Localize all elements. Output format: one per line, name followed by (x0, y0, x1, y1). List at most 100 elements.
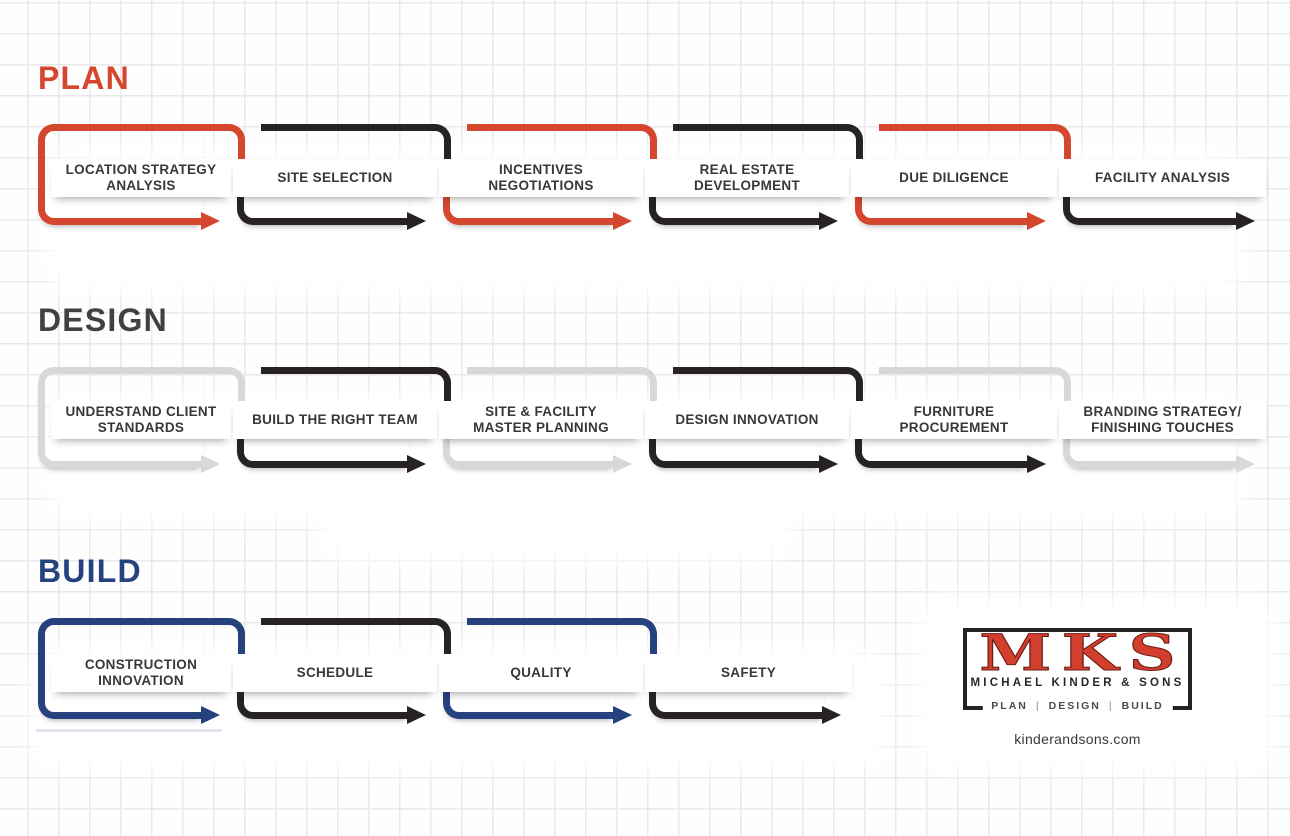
step-label: DESIGN INNOVATION (645, 401, 849, 439)
step-label: SAFETY (645, 654, 852, 692)
step-label-line: CONSTRUCTION (84, 656, 198, 672)
arrowhead-icon (407, 455, 426, 473)
logo-tagline: PLAN | DESIGN | BUILD (982, 698, 1173, 715)
flow-top-line (149, 124, 245, 175)
step-label: BUILD THE RIGHT TEAM (233, 401, 437, 439)
step-label-line: PROCUREMENT (899, 420, 1009, 435)
step-label-line: FACILITY ANALYSIS (1094, 169, 1231, 185)
ghost-line (36, 729, 222, 732)
step-label-line: ANALYSIS (106, 178, 176, 193)
flow-top-line (879, 124, 1071, 175)
flow-bottom-line (649, 670, 824, 719)
logo-acronym: MKS (979, 623, 1186, 682)
arrowhead-icon (201, 455, 220, 473)
tagline-separator: | (1035, 700, 1041, 712)
flow-top-line (467, 618, 657, 670)
step-label-line: FINISHING TOUCHES (1091, 420, 1234, 435)
arrowhead-icon (1236, 455, 1255, 473)
flow-bottom-line (1063, 417, 1238, 468)
logo-company-name: MICHAEL KINDER & SONS (970, 677, 1185, 689)
flow-top-line (673, 124, 863, 175)
arrowhead-icon (613, 212, 632, 230)
flow-bottom-line (443, 417, 615, 468)
step-label-line: NEGOTIATIONS (488, 178, 594, 193)
arrowhead-icon (613, 706, 632, 724)
step-label: FACILITY ANALYSIS (1059, 159, 1266, 197)
flow-top-line (149, 618, 245, 670)
step-label-line: QUALITY (510, 664, 572, 680)
flow-bracket (38, 618, 203, 719)
tagline-separator: | (1108, 700, 1114, 712)
flow-top-line (467, 367, 657, 417)
arrowhead-icon (407, 212, 426, 230)
flow-top-line (673, 367, 863, 417)
tagline-build: BUILD (1121, 700, 1164, 712)
tagline-plan: PLAN (991, 700, 1028, 712)
arrowhead-icon (613, 455, 632, 473)
flow-bottom-line (855, 175, 1029, 225)
step-label-line: DEVELOPMENT (693, 178, 801, 193)
step-label-line: FURNITURE (913, 403, 995, 419)
logo-website: kinderandsons.com (1014, 731, 1141, 747)
flow-top-line (261, 124, 451, 175)
flow-top-line (261, 618, 451, 670)
flow-top-line (879, 367, 1071, 417)
step-label-line: SITE SELECTION (277, 169, 393, 185)
arrowhead-icon (407, 706, 426, 724)
step-label-line: BRANDING STRATEGY/ (1083, 403, 1242, 419)
step-label-line: MASTER PLANNING (473, 420, 609, 435)
flow-bottom-line (1063, 175, 1238, 225)
section-heading-plan: PLAN (38, 60, 130, 96)
arrowhead-icon (1027, 455, 1046, 473)
flow-bottom-line (649, 175, 821, 225)
step-label-line: INNOVATION (98, 673, 184, 688)
flow-top-line (149, 367, 245, 417)
step-label-line: SITE & FACILITY (485, 403, 597, 419)
flow-bracket (38, 124, 203, 225)
step-label-line: UNDERSTAND CLIENT (65, 403, 217, 419)
step-label-line: DESIGN INNOVATION (675, 411, 819, 427)
step-label: SCHEDULE (233, 654, 437, 692)
step-label-line: SCHEDULE (296, 664, 374, 680)
step-label: DUE DILIGENCE (851, 159, 1057, 197)
background-patch (320, 458, 790, 563)
flow-top-line (261, 367, 451, 417)
arrowhead-icon (201, 212, 220, 230)
flow-bottom-line (237, 417, 409, 468)
flow-bottom-line (237, 175, 409, 225)
arrowhead-icon (1236, 212, 1255, 230)
flow-bottom-line (443, 175, 615, 225)
arrowhead-icon (819, 455, 838, 473)
step-label-line: SAFETY (720, 664, 777, 680)
arrowhead-icon (1027, 212, 1046, 230)
flow-top-line (467, 124, 657, 175)
step-label: SITE SELECTION (233, 159, 437, 197)
step-label-line: REAL ESTATE (699, 161, 795, 177)
step-label-line: LOCATION STRATEGY (65, 161, 217, 177)
step-label-line: DUE DILIGENCE (899, 169, 1009, 185)
step-label-line: STANDARDS (97, 420, 185, 435)
flow-bottom-line (237, 670, 409, 719)
step-label-line: BUILD THE RIGHT TEAM (252, 411, 418, 427)
flow-bottom-line (855, 417, 1029, 468)
flow-bottom-line (649, 417, 821, 468)
step-label: QUALITY (439, 654, 643, 692)
section-heading-build: BUILD (38, 553, 142, 589)
arrowhead-icon (822, 706, 841, 724)
flow-bracket (38, 367, 203, 468)
step-label-line: INCENTIVES (498, 161, 583, 177)
flow-bottom-line (443, 670, 615, 719)
tagline-design: DESIGN (1048, 700, 1101, 712)
arrowhead-icon (819, 212, 838, 230)
section-heading-design: DESIGN (38, 302, 168, 338)
arrowhead-icon (201, 706, 220, 724)
step-label: BRANDING STRATEGY/FINISHING TOUCHES (1059, 401, 1266, 439)
